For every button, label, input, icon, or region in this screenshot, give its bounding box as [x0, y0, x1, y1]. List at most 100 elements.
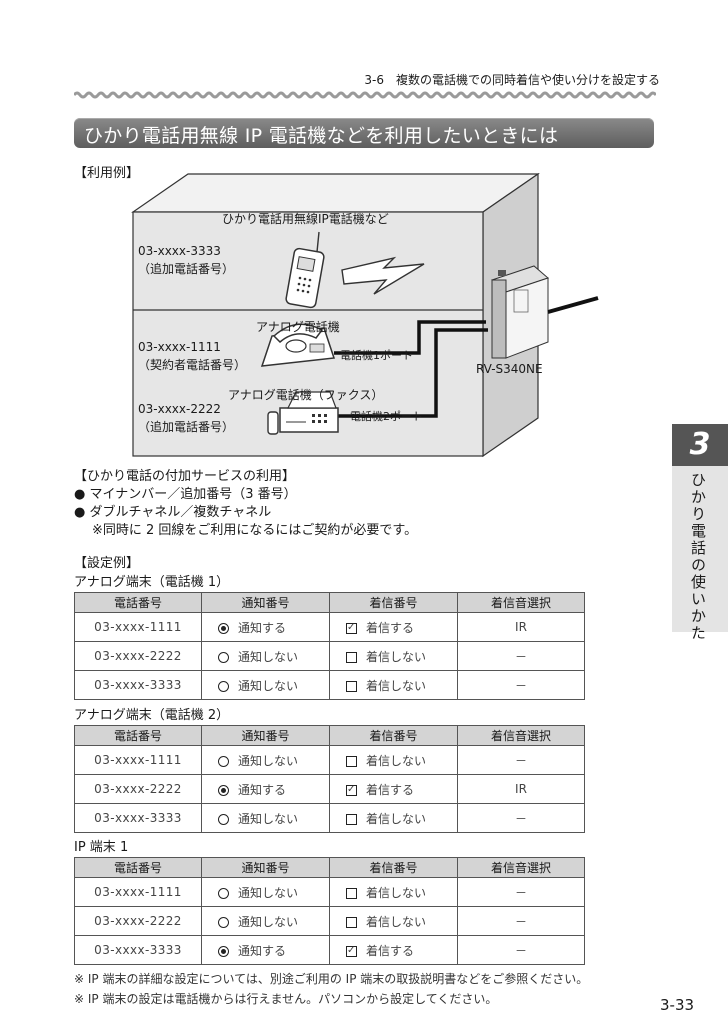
settings-table-phone1: 電話番号 通知番号 着信番号 着信音選択 03-xxxx-1111 通知する 着… [74, 592, 585, 700]
phone-number-cell: 03-xxxx-3333 [74, 935, 202, 965]
receive-cell[interactable]: 着信しない [329, 745, 458, 775]
ringtone-cell: － [457, 877, 585, 907]
column-header: 着信番号 [329, 725, 458, 746]
column-header: 着信番号 [329, 857, 458, 878]
service-item-double-channel: ● ダブルチャネル／複数チャネル [74, 505, 272, 520]
receive-cell[interactable]: 着信しない [329, 641, 458, 671]
radio-unselected-icon[interactable] [218, 813, 229, 825]
radio-unselected-icon[interactable] [218, 680, 229, 692]
column-header: 電話番号 [74, 857, 202, 878]
receive-cell[interactable]: 着信しない [329, 906, 458, 936]
footnote-ip-settings: ※ IP 端末の設定は電話機からは行えません。パソコンから設定してください。 [74, 992, 498, 1006]
checkbox-unchecked-icon[interactable] [346, 680, 357, 692]
table-row: 03-xxxx-2222 通知しない 着信しない － [74, 906, 585, 936]
phone-number-cell: 03-xxxx-1111 [74, 612, 202, 642]
fax-number: 03-xxxx-2222 [138, 402, 221, 416]
radio-selected-icon[interactable] [218, 784, 229, 796]
analog-phone-note: （契約者電話番号） [138, 358, 247, 372]
ringtone-cell: － [457, 641, 585, 671]
radio-unselected-icon[interactable] [218, 916, 229, 928]
ringtone-cell: － [457, 803, 585, 833]
receive-cell[interactable]: 着信しない [329, 877, 458, 907]
service-item-my-number: ● マイナンバー／追加番号（3 番号） [74, 487, 297, 502]
wireless-signal-icon [341, 256, 425, 295]
checkbox-unchecked-icon[interactable] [346, 651, 357, 663]
receive-cell[interactable]: 着信する [329, 935, 458, 965]
receive-cell[interactable]: 着信しない [329, 803, 458, 833]
notify-cell[interactable]: 通知しない [201, 641, 330, 671]
notify-cell[interactable]: 通知する [201, 612, 330, 642]
analog-phone-icon [260, 323, 336, 367]
port2-label: 電話機2ポート [350, 410, 423, 423]
section-title-bar [74, 118, 654, 148]
analog-phone-label: アナログ電話機 [256, 320, 340, 334]
table-title-phone1: アナログ端末（電話機 1） [74, 575, 230, 590]
table-row: 03-xxxx-3333 通知しない 着信しない － [74, 803, 585, 833]
radio-selected-icon[interactable] [218, 622, 229, 634]
ringtone-cell: － [457, 906, 585, 936]
table-row: 03-xxxx-2222 通知しない 着信しない － [74, 641, 585, 671]
phone-number-cell: 03-xxxx-1111 [74, 877, 202, 907]
table-row: 03-xxxx-1111 通知する 着信する IR [74, 612, 585, 642]
port1-cable [334, 320, 486, 355]
ringtone-cell: － [457, 935, 585, 965]
table-row: 03-xxxx-1111 通知しない 着信しない － [74, 877, 585, 907]
settings-table-phone2: 電話番号 通知番号 着信番号 着信音選択 03-xxxx-1111 通知しない … [74, 725, 585, 833]
column-header: 着信番号 [329, 592, 458, 613]
ringtone-cell: IR [457, 774, 585, 804]
footnote-ip-details: ※ IP 端末の詳細な設定については、別途ご利用の IP 端末の取扱説明書などを… [74, 972, 589, 986]
router-device-icon [491, 265, 549, 359]
connection-diagram [131, 172, 599, 458]
ringtone-cell: － [457, 670, 585, 700]
notify-cell[interactable]: 通知する [201, 774, 330, 804]
phone-number-cell: 03-xxxx-1111 [74, 745, 202, 775]
chapter-label: ひかり電話の使いかた [689, 472, 707, 642]
phone-number-cell: 03-xxxx-3333 [74, 670, 202, 700]
phone-number-cell: 03-xxxx-2222 [74, 906, 202, 936]
receive-cell[interactable]: 着信する [329, 774, 458, 804]
page-number: 3-33 [660, 996, 695, 1014]
notify-cell[interactable]: 通知しない [201, 745, 330, 775]
column-header: 通知番号 [201, 592, 330, 613]
external-line [547, 296, 599, 314]
checkbox-checked-icon[interactable] [346, 784, 357, 796]
receive-cell[interactable]: 着信しない [329, 670, 458, 700]
radio-unselected-icon[interactable] [218, 887, 229, 899]
notify-cell[interactable]: 通知しない [201, 877, 330, 907]
analog-phone-number: 03-xxxx-1111 [138, 340, 221, 354]
wireless-phone-icon [285, 231, 325, 309]
table-title-ip1: IP 端末 1 [74, 840, 129, 855]
ringtone-cell: IR [457, 612, 585, 642]
radio-selected-icon[interactable] [218, 945, 229, 957]
checkbox-unchecked-icon[interactable] [346, 755, 357, 767]
notify-cell[interactable]: 通知する [201, 935, 330, 965]
column-header: 着信音選択 [457, 725, 585, 746]
checkbox-unchecked-icon[interactable] [346, 887, 357, 899]
fax-icon [267, 391, 339, 435]
usage-example-label: 【利用例】 [74, 166, 140, 181]
checkbox-unchecked-icon[interactable] [346, 813, 357, 825]
section-header: 3-6 複数の電話機での同時着信や使い分けを設定する [364, 73, 660, 87]
phone-number-cell: 03-xxxx-2222 [74, 774, 202, 804]
notify-cell[interactable]: 通知しない [201, 803, 330, 833]
wireless-phone-note: （追加電話番号） [138, 262, 235, 276]
settings-example-label: 【設定例】 [74, 556, 140, 571]
column-header: 通知番号 [201, 725, 330, 746]
checkbox-checked-icon[interactable] [346, 945, 357, 957]
checkbox-checked-icon[interactable] [346, 622, 357, 634]
service-note: ※同時に 2 回線をご利用になるにはご契約が必要です。 [92, 523, 418, 538]
port2-cable [336, 328, 488, 418]
receive-cell[interactable]: 着信する [329, 612, 458, 642]
wireless-phone-label: ひかり電話用無線IP電話機など [222, 212, 389, 226]
radio-unselected-icon[interactable] [218, 651, 229, 663]
notify-cell[interactable]: 通知しない [201, 670, 330, 700]
radio-unselected-icon[interactable] [218, 755, 229, 767]
checkbox-unchecked-icon[interactable] [346, 916, 357, 928]
table-title-phone2: アナログ端末（電話機 2） [74, 708, 230, 723]
table-row: 03-xxxx-3333 通知する 着信する － [74, 935, 585, 965]
notify-cell[interactable]: 通知しない [201, 906, 330, 936]
settings-table-ip1: 電話番号 通知番号 着信番号 着信音選択 03-xxxx-1111 通知しない … [74, 857, 585, 965]
column-header: 着信音選択 [457, 857, 585, 878]
column-header: 電話番号 [74, 725, 202, 746]
chapter-number: 3 [689, 427, 711, 462]
